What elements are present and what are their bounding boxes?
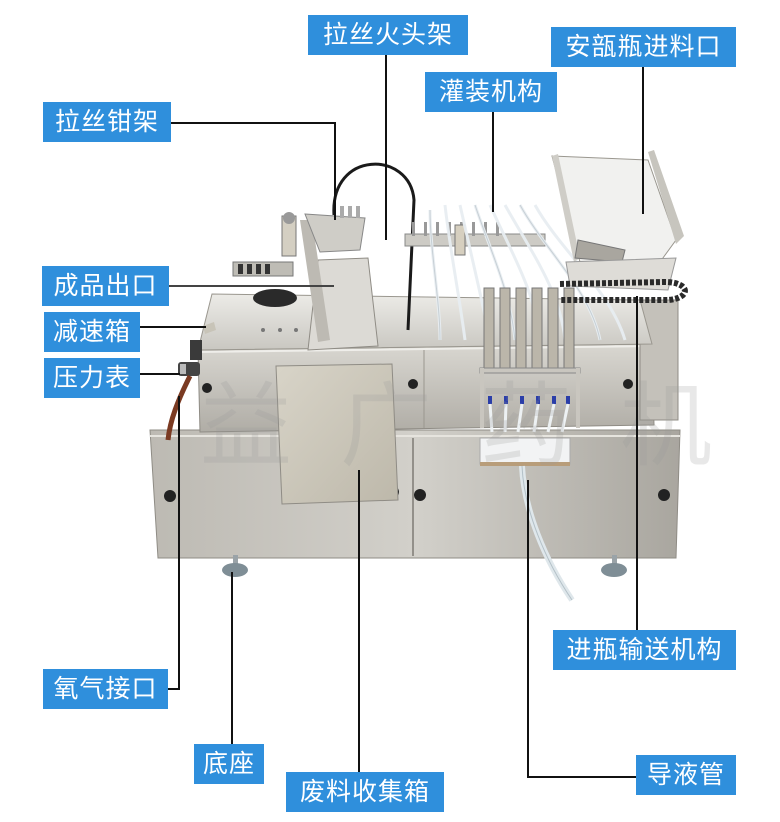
left-side-components: [165, 322, 216, 441]
label-bottle-feed-conveyor: 进瓶输送机构: [553, 630, 736, 670]
label-wire-drawing-burner-rack: 拉丝火头架: [308, 15, 468, 55]
leader-line-tube-h: [527, 776, 637, 778]
leader-line-base: [231, 572, 233, 744]
leader-line-burner-rack: [385, 55, 387, 240]
leader-line-conveyor: [636, 296, 638, 630]
label-finished-product-outlet: 成品出口: [42, 266, 169, 306]
label-base-foot: 底座: [194, 744, 264, 784]
label-filling-mechanism: 灌装机构: [425, 72, 557, 112]
leader-line-gearbox: [140, 326, 206, 328]
burner-gas-hose: [332, 162, 416, 331]
feet: [222, 555, 627, 577]
label-ampoule-infeed: 安瓿瓶进料口: [551, 27, 736, 67]
conveyor-chain: [559, 278, 688, 303]
label-waste-collection-box: 废料收集箱: [286, 772, 444, 812]
leader-line-oxygen-h: [168, 688, 180, 690]
liquid-tray: [479, 437, 575, 602]
label-pressure-gauge: 压力表: [44, 358, 140, 398]
leader-line-clamp-rack-v: [334, 122, 336, 220]
leader-line-infeed: [642, 66, 644, 214]
label-oxygen-inlet: 氧气接口: [43, 669, 168, 709]
tube-outlines: [429, 204, 601, 341]
waste-collection-box-shape: [275, 363, 399, 505]
leader-line-gauge: [140, 373, 180, 375]
wire-drawing-clamp-rack: [281, 206, 366, 257]
label-gearbox: 减速箱: [44, 312, 140, 352]
label-wire-drawing-clamp-rack: 拉丝钳架: [43, 102, 171, 142]
ampoule-infeed-hopper: [551, 150, 684, 291]
leader-line-waste: [358, 470, 360, 772]
syringe-pumps: [479, 287, 581, 433]
oxygen-hose: [165, 374, 193, 441]
finished-product-outlet-chute: [232, 220, 379, 351]
leader-line-clamp-rack-h: [171, 122, 336, 124]
label-liquid-guide-tube: 导液管: [636, 755, 736, 795]
leader-line-filling: [492, 112, 494, 212]
leader-line-tube-v: [527, 480, 529, 778]
leader-line-outlet: [169, 285, 334, 287]
watermark: 益广药机: [200, 373, 760, 480]
leader-line-oxygen-v: [178, 396, 180, 689]
